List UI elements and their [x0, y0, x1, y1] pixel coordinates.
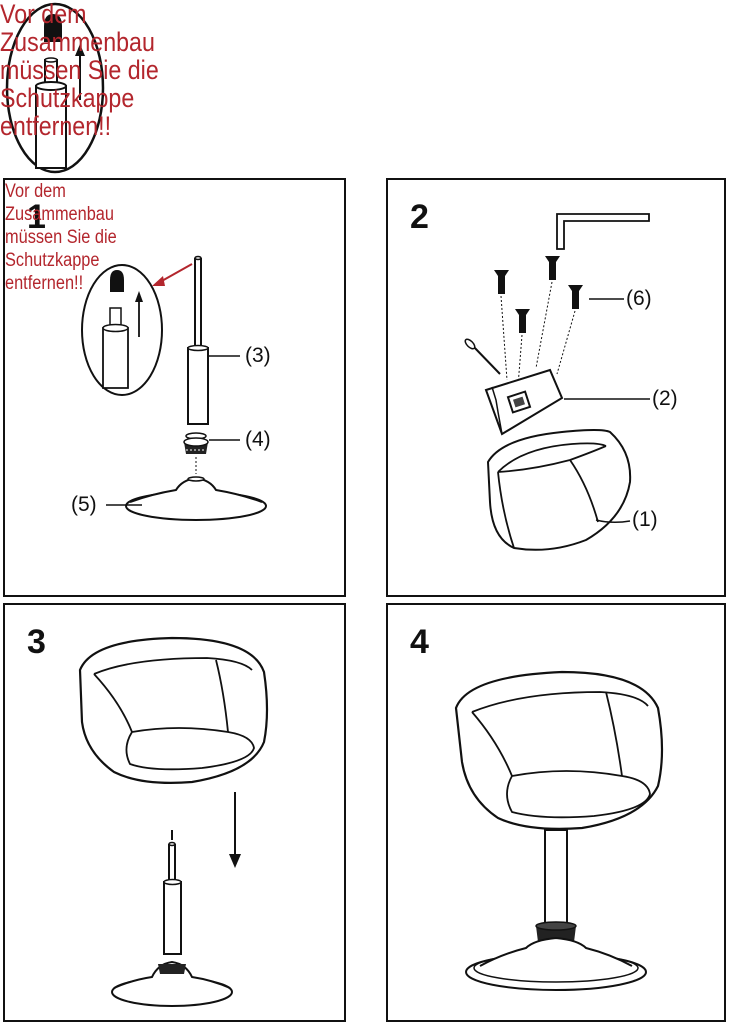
step-3-panel: 3 — [3, 603, 346, 1022]
label-seat: (1) — [632, 508, 658, 531]
step-4-panel: 4 — [386, 603, 726, 1022]
step-number: 2 — [410, 198, 429, 236]
step-number: 4 — [410, 623, 429, 661]
protective-cap-illustration — [0, 0, 729, 175]
warning-text: Vor dem Zusammenbau müssen Sie die Schut… — [0, 0, 159, 141]
top-warning: Vor dem Zusammenbau müssen Sie die Schut… — [0, 0, 729, 175]
step-number: 1 — [27, 198, 46, 236]
seat-mounting-illustration — [5, 605, 348, 1024]
seat-plate-illustration — [388, 180, 728, 599]
finished-chair-illustration — [388, 605, 728, 1024]
panel-warning-text: Vor dem Zusammenbau müssen Sie die Schut… — [5, 181, 117, 294]
label-ring: (4) — [245, 428, 271, 451]
label-plate: (2) — [652, 387, 678, 410]
step-2-panel: 2 — [386, 178, 726, 597]
label-tube: (3) — [245, 344, 271, 367]
label-screws: (6) — [626, 287, 652, 310]
label-base: (5) — [71, 493, 97, 516]
step-1-panel: 1 — [3, 178, 346, 597]
base-assembly-illustration — [5, 180, 348, 599]
step-number: 3 — [27, 623, 46, 661]
